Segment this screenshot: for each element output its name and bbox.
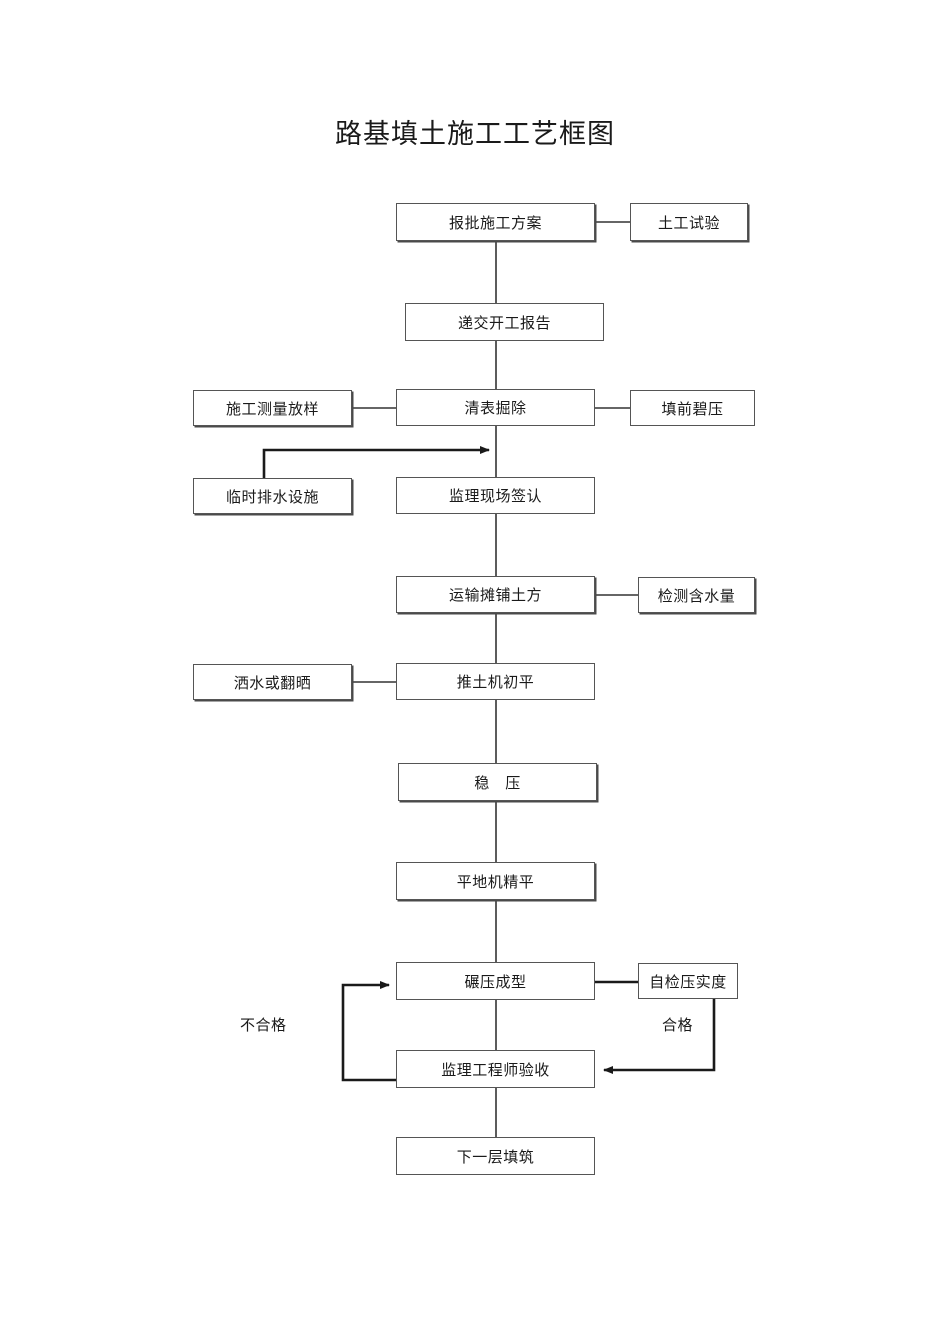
node-label: 下一层填筑 bbox=[456, 1147, 535, 1166]
node-label: 监理工程师验收 bbox=[441, 1060, 550, 1079]
node-label: 洒水或翻晒 bbox=[233, 673, 312, 692]
node-moisture-test[interactable]: 检测含水量 bbox=[638, 577, 755, 613]
edge-label-unqualified: 不合格 bbox=[240, 1016, 287, 1034]
node-roller-compaction-forming[interactable]: 碾压成型 bbox=[396, 962, 595, 1000]
node-grader-fine-grade[interactable]: 平地机精平 bbox=[396, 862, 595, 900]
node-label: 监理现场签认 bbox=[448, 487, 542, 505]
node-soil-test[interactable]: 土工试验 bbox=[630, 203, 748, 241]
node-label: 碾压成型 bbox=[464, 972, 527, 991]
node-label: 递交开工报告 bbox=[457, 313, 551, 332]
node-label: 稳 压 bbox=[474, 773, 521, 792]
node-submit-start-report[interactable]: 递交开工报告 bbox=[405, 303, 604, 341]
edge-label-qualified: 合格 bbox=[662, 1016, 694, 1034]
node-supervisor-engineer-acceptance[interactable]: 监理工程师验收 bbox=[396, 1050, 595, 1088]
node-clearing-grubbing[interactable]: 清表掘除 bbox=[396, 389, 595, 426]
node-label: 平地机精平 bbox=[456, 872, 535, 891]
node-supervisor-site-signoff[interactable]: 监理现场签认 bbox=[396, 477, 595, 514]
node-label: 临时排水设施 bbox=[225, 487, 319, 506]
node-bulldozer-rough-grade[interactable]: 推土机初平 bbox=[396, 663, 595, 700]
node-label: 填前碧压 bbox=[661, 399, 724, 418]
node-pre-fill-compaction[interactable]: 填前碧压 bbox=[630, 390, 755, 426]
node-label: 自检压实度 bbox=[649, 972, 727, 991]
node-next-layer-fill[interactable]: 下一层填筑 bbox=[396, 1137, 595, 1175]
node-temporary-drainage[interactable]: 临时排水设施 bbox=[193, 478, 352, 514]
node-water-or-airdry[interactable]: 洒水或翻晒 bbox=[193, 664, 352, 700]
node-stabilizing-compaction[interactable]: 稳 压 bbox=[398, 763, 597, 801]
node-survey-setting-out[interactable]: 施工测量放样 bbox=[193, 390, 352, 426]
node-self-check-density[interactable]: 自检压实度 bbox=[638, 963, 738, 999]
node-label: 施工测量放样 bbox=[225, 399, 319, 418]
node-label: 推土机初平 bbox=[456, 673, 535, 691]
node-label: 土工试验 bbox=[657, 213, 720, 232]
node-label: 运输摊铺土方 bbox=[448, 586, 542, 604]
node-label: 报批施工方案 bbox=[448, 213, 542, 232]
page-title: 路基填土施工工艺框图 bbox=[335, 119, 615, 150]
node-report-construction-plan[interactable]: 报批施工方案 bbox=[396, 203, 595, 241]
node-label: 清表掘除 bbox=[464, 399, 527, 417]
node-haul-spread-soil[interactable]: 运输摊铺土方 bbox=[396, 576, 595, 613]
node-label: 检测含水量 bbox=[657, 586, 736, 605]
